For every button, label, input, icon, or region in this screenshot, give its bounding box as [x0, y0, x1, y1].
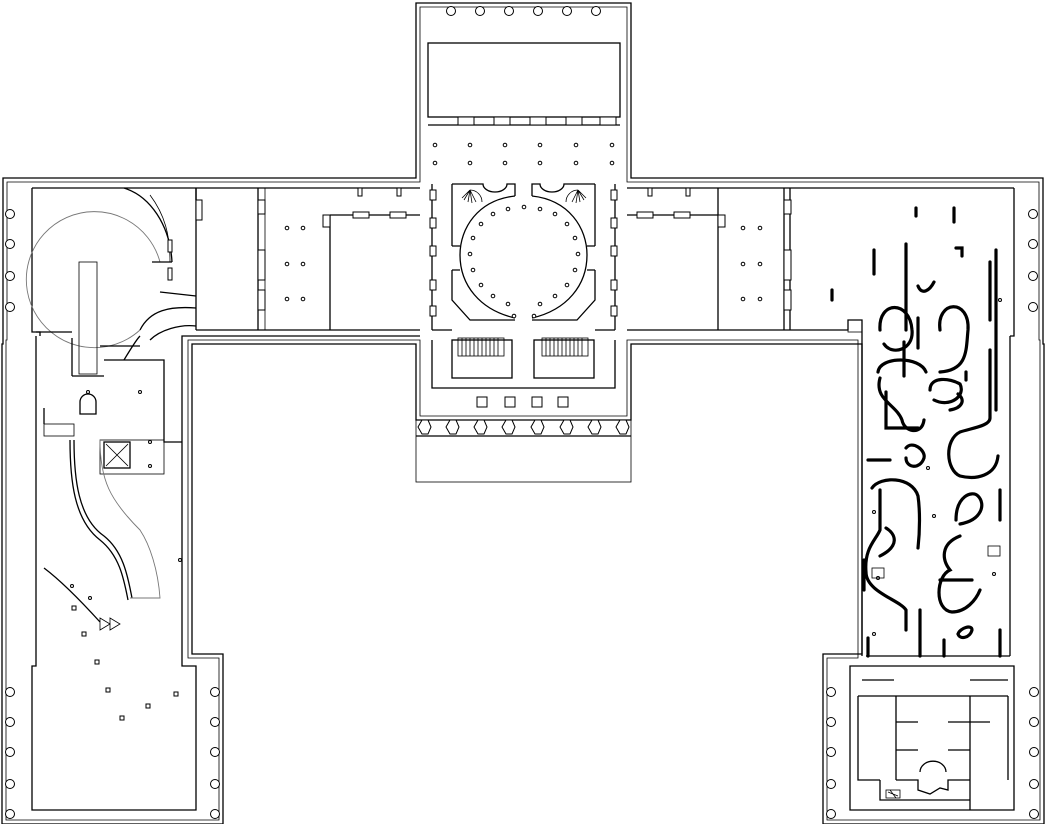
stair-left: [451, 337, 513, 379]
spiral-stair-left: [461, 189, 483, 204]
serpentine-partitions: [830, 206, 1002, 658]
bottom-portico-columns: [417, 419, 630, 435]
right-bottom-block: [849, 665, 1015, 811]
right-wing-columns: [826, 209, 1039, 819]
left-wing: [25, 187, 420, 811]
right-wing-rooms: [627, 187, 1015, 657]
spiral-stair-right: [565, 189, 587, 204]
central-block: [415, 6, 632, 483]
left-wing-columns: [5, 209, 220, 819]
stair-right: [533, 337, 595, 379]
rotunda-colonnade: [467, 204, 581, 319]
